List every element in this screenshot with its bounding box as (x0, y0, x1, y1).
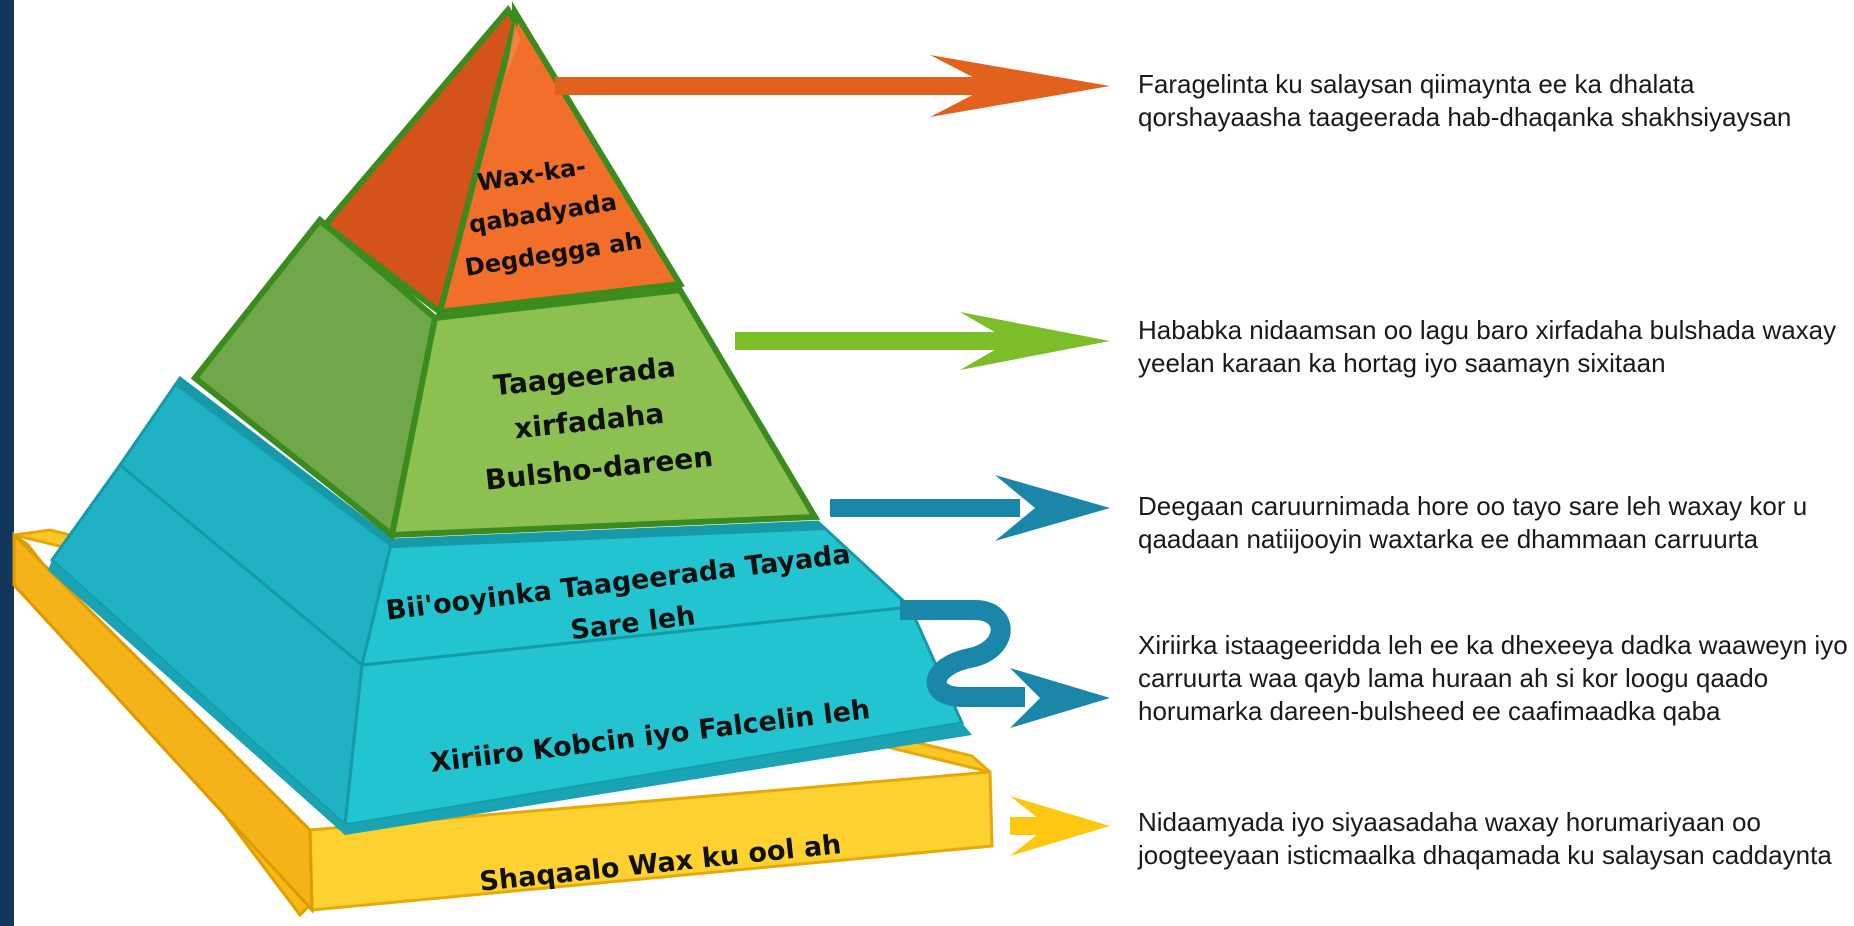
third-tier-top-rim (176, 378, 826, 548)
description-1: Faragelinta ku salaysan qiimaynta ee ka … (1138, 69, 1792, 132)
description-3: Deegaan caruurnimada hore oo tayo sare l… (1138, 491, 1808, 554)
orange-arrow (555, 55, 1110, 117)
left-edge-bar (0, 0, 14, 926)
third-tier (117, 375, 914, 668)
lower-blue-arrow (900, 600, 1110, 728)
fourth-tier-bottom-rim (48, 560, 972, 835)
upper-blue-arrow (830, 475, 1110, 541)
description-4: Xiriirka istaageeridda leh ee ka dhexeey… (1138, 630, 1848, 726)
second-tier-front-face (388, 286, 821, 539)
top-tier-highlight (470, 22, 520, 170)
top-tier (320, 1, 685, 318)
top-tier-front-face (435, 1, 685, 316)
green-arrow (735, 312, 1110, 370)
description-5: Nidaamyada iyo siyaasadaha waxay horumar… (1138, 807, 1832, 870)
description-2: Hababka nidaamsan oo lagu baro xirfadaha… (1138, 315, 1837, 378)
arrows (555, 55, 1110, 856)
yellow-arrow (1010, 796, 1110, 856)
base-slab-left-side (12, 531, 314, 914)
second-tier (190, 215, 821, 541)
